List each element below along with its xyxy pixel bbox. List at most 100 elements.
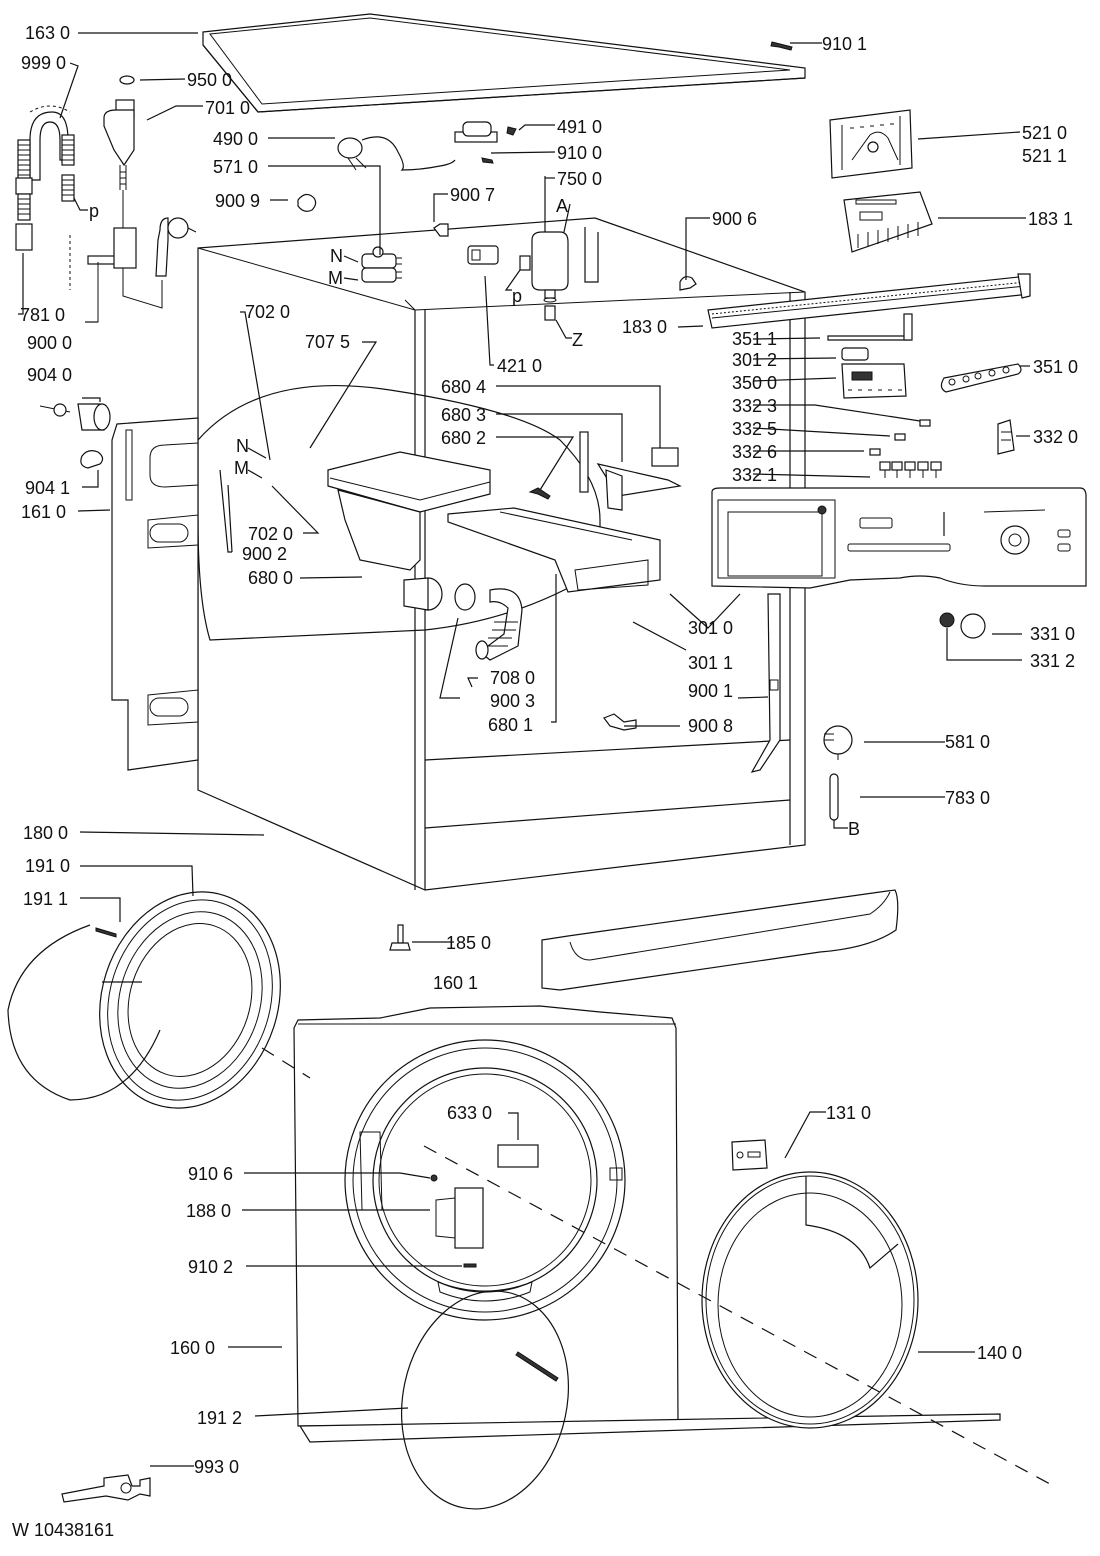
- button-332-3: [919, 419, 931, 427]
- screw-910-6: [430, 1174, 438, 1182]
- callout-910-6[interactable]: 910 6: [188, 1164, 233, 1184]
- callout-351-0[interactable]: 351 0: [1033, 357, 1078, 377]
- kickplate-160-1: [541, 889, 899, 991]
- hinge-188-0: [454, 1187, 484, 1249]
- callout-350-0[interactable]: 350 0: [732, 373, 777, 393]
- callout-332-6[interactable]: 332 6: [732, 442, 777, 462]
- callout-571-0[interactable]: 571 0: [213, 157, 258, 177]
- callout-702-0b[interactable]: 702 0: [248, 524, 293, 544]
- front-panel-160-0: [293, 1005, 1001, 1443]
- callout-301-0[interactable]: 301 0: [688, 618, 733, 638]
- callout-421-0[interactable]: 421 0: [497, 356, 542, 376]
- callout-900-3[interactable]: 900 3: [490, 691, 535, 711]
- knob-331-0: [939, 612, 986, 639]
- callout-183-0[interactable]: 183 0: [622, 317, 667, 337]
- display-board-183-1: [843, 191, 933, 253]
- callout-950-0[interactable]: 950 0: [187, 70, 232, 90]
- callout-191-1[interactable]: 191 1: [23, 889, 68, 909]
- document-code: W 10438161: [12, 1520, 115, 1540]
- marker-N-hose: N: [236, 436, 249, 456]
- component-680-4: [651, 447, 679, 467]
- siphon-680-2: [528, 487, 551, 500]
- callout-680-2[interactable]: 680 2: [441, 428, 486, 448]
- callout-191-0[interactable]: 191 0: [25, 856, 70, 876]
- callout-900-6[interactable]: 900 6: [712, 209, 757, 229]
- callout-783-0[interactable]: 783 0: [945, 788, 990, 808]
- callout-183-1[interactable]: 183 1: [1028, 209, 1073, 229]
- callout-491-0[interactable]: 491 0: [557, 117, 602, 137]
- strip-351-1: [827, 313, 913, 341]
- callout-900-1[interactable]: 900 1: [688, 681, 733, 701]
- callout-633-0[interactable]: 633 0: [447, 1103, 492, 1123]
- strip-681: [579, 431, 589, 493]
- callout-680-0[interactable]: 680 0: [248, 568, 293, 588]
- callout-999-0[interactable]: 999 0: [21, 53, 66, 73]
- callout-332-5[interactable]: 332 5: [732, 419, 777, 439]
- marker-N-valve: N: [330, 246, 343, 266]
- callout-904-1[interactable]: 904 1: [25, 478, 70, 498]
- component-301-2: [841, 347, 869, 361]
- seal-904-1: [80, 450, 104, 469]
- callout-301-1[interactable]: 301 1: [688, 653, 733, 673]
- callout-702-0a[interactable]: 702 0: [245, 302, 290, 322]
- callout-332-0[interactable]: 332 0: [1033, 427, 1078, 447]
- callout-521-1[interactable]: 521 1: [1022, 146, 1067, 166]
- marker-M-hose: M: [234, 458, 249, 478]
- callout-131-0[interactable]: 131 0: [826, 1103, 871, 1123]
- callout-781-0[interactable]: 781 0: [20, 305, 65, 325]
- callout-707-5[interactable]: 707 5: [305, 332, 350, 352]
- callout-680-4[interactable]: 680 4: [441, 377, 486, 397]
- door-gasket-191-0: [7, 891, 281, 1109]
- callout-331-0[interactable]: 331 0: [1030, 624, 1075, 644]
- callout-180-0[interactable]: 180 0: [23, 823, 68, 843]
- callout-904-0[interactable]: 904 0: [27, 365, 72, 385]
- callout-900-9[interactable]: 900 9: [215, 191, 260, 211]
- callout-332-1[interactable]: 332 1: [732, 465, 777, 485]
- screw-910-0: [481, 157, 494, 164]
- callout-910-1[interactable]: 910 1: [822, 34, 867, 54]
- callout-900-2[interactable]: 900 2: [242, 544, 287, 564]
- marker-p-hose: p: [89, 201, 99, 221]
- callout-140-0[interactable]: 140 0: [977, 1343, 1022, 1363]
- marker-B-tube: B: [848, 819, 860, 839]
- callout-900-8[interactable]: 900 8: [688, 716, 733, 736]
- callout-701-0[interactable]: 701 0: [205, 98, 250, 118]
- callout-301-2[interactable]: 301 2: [732, 350, 777, 370]
- tube-783-0: [829, 773, 839, 821]
- callout-160-0[interactable]: 160 0: [170, 1338, 215, 1358]
- selector-332-0: [997, 419, 1015, 455]
- callout-900-0[interactable]: 900 0: [27, 333, 72, 353]
- cap-950-0: [119, 75, 135, 85]
- callout-185-0[interactable]: 185 0: [446, 933, 491, 953]
- marker-A-pump: A: [556, 196, 568, 216]
- callout-680-1[interactable]: 680 1: [488, 715, 533, 735]
- button-332-5: [894, 433, 906, 441]
- callout-581-0[interactable]: 581 0: [945, 732, 990, 752]
- pump-750-0: [519, 231, 569, 321]
- callout-161-0[interactable]: 161 0: [21, 502, 66, 522]
- callout-708-0[interactable]: 708 0: [490, 668, 535, 688]
- callout-191-2[interactable]: 191 2: [197, 1408, 242, 1428]
- callout-750-0[interactable]: 750 0: [557, 169, 602, 189]
- callout-331-2[interactable]: 331 2: [1030, 651, 1075, 671]
- component-421-0: [467, 245, 499, 265]
- tray-680-3: [596, 463, 682, 511]
- control-rail-183-0: [707, 273, 1031, 329]
- letter-markers: p N M A p Z N M B: [73, 196, 860, 839]
- callout-332-3[interactable]: 332 3: [732, 396, 777, 416]
- dispenser-680-0: [327, 451, 491, 611]
- callout-163-0[interactable]: 163 0: [25, 23, 70, 43]
- callout-351-1[interactable]: 351 1: [732, 329, 777, 349]
- callout-993-0[interactable]: 993 0: [194, 1457, 239, 1477]
- callout-160-1[interactable]: 160 1: [433, 973, 478, 993]
- board-350-0: [841, 363, 907, 399]
- callout-188-0[interactable]: 188 0: [186, 1201, 231, 1221]
- callout-900-7[interactable]: 900 7: [450, 185, 495, 205]
- top-cover: [202, 13, 806, 113]
- callout-680-3[interactable]: 680 3: [441, 405, 486, 425]
- callout-910-2[interactable]: 910 2: [188, 1257, 233, 1277]
- callout-910-0[interactable]: 910 0: [557, 143, 602, 163]
- button-332-6: [869, 448, 881, 456]
- callout-521-0[interactable]: 521 0: [1022, 123, 1067, 143]
- callout-490-0[interactable]: 490 0: [213, 129, 258, 149]
